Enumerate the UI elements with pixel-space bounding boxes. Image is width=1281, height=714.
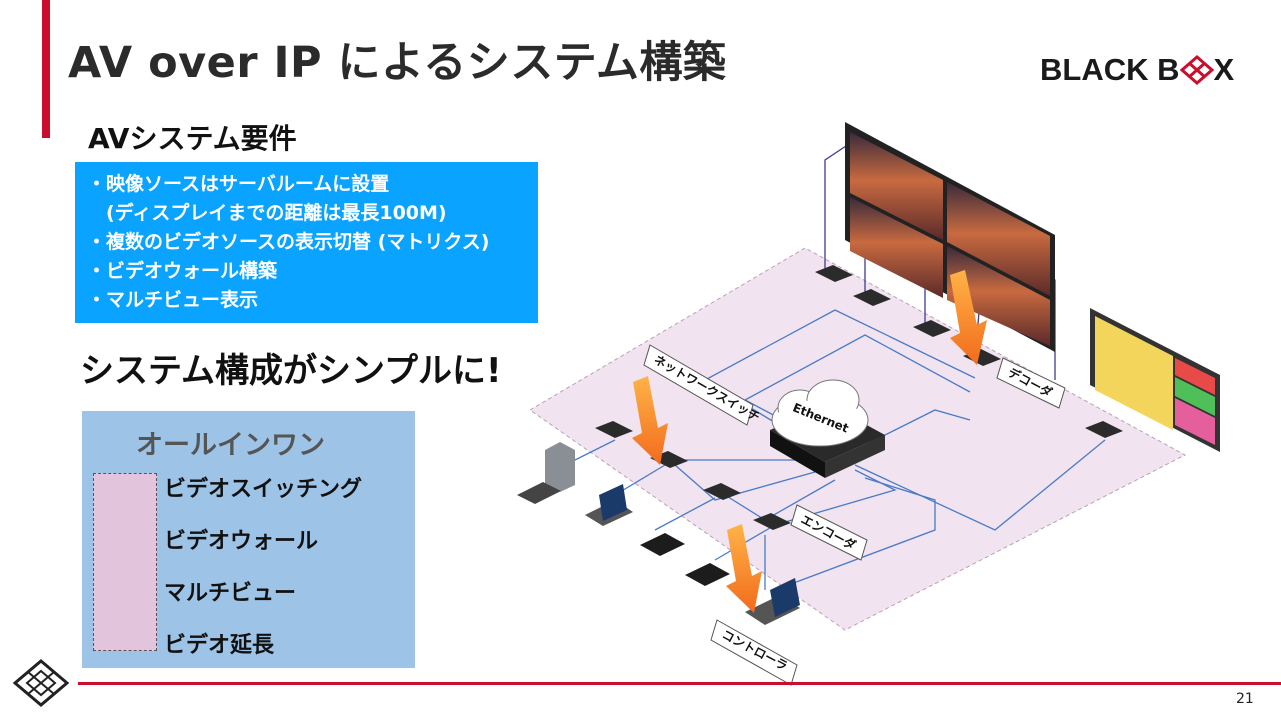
diamond-x-icon [1179,55,1214,85]
network-diagram: Ethernet ネットワークスイッチ デコーダ [517,122,1220,686]
page-number: 21 [1236,691,1254,707]
all-in-one-device-block [93,473,157,651]
all-in-one-title: オールインワン [136,430,325,461]
requirement-line: (ディスプレイまでの距離は最長100M) [87,202,447,224]
requirements-heading: AVシステム要件 [88,122,297,155]
slide-title: AV over IP によるシステム構築 [68,38,727,88]
requirements-box: ・映像ソースはサーバルームに設置 (ディスプレイまでの距離は最長100M) ・複… [75,162,538,323]
footer-line [78,682,1281,685]
all-in-one-item: ビデオウォール [164,529,319,554]
label-controller: コントローラ [710,619,798,686]
all-in-one-item: ビデオ延長 [164,633,275,658]
all-in-one-item: ビデオスイッチング [164,477,363,502]
source-devices [517,442,800,625]
logo-text-right: X [1213,52,1235,87]
corner-diamond-icon [12,659,70,707]
requirement-line: ・ビデオウォール構築 [87,260,278,282]
ethernet-cloud: Ethernet [771,379,869,447]
requirement-line: ・マルチビュー表示 [87,289,259,311]
highlight-arrows [632,270,987,613]
video-wall [845,122,1055,352]
blackbox-logo: BLACK B X [1040,52,1234,88]
requirement-line: ・複数のビデオソースの表示切替 (マトリクス) [87,231,490,253]
logo-text-left: BLACK B [1040,52,1180,87]
accent-bar [42,0,50,138]
multiview-display [1090,308,1220,452]
requirement-line: ・映像ソースはサーバルームに設置 [87,173,390,195]
all-in-one-item: マルチビュー [164,581,297,606]
simple-heading: システム構成がシンプルに! [80,351,502,391]
all-in-one-box: オールインワン ビデオスイッチング ビデオウォール マルチビュー ビデオ延長 [82,411,415,668]
